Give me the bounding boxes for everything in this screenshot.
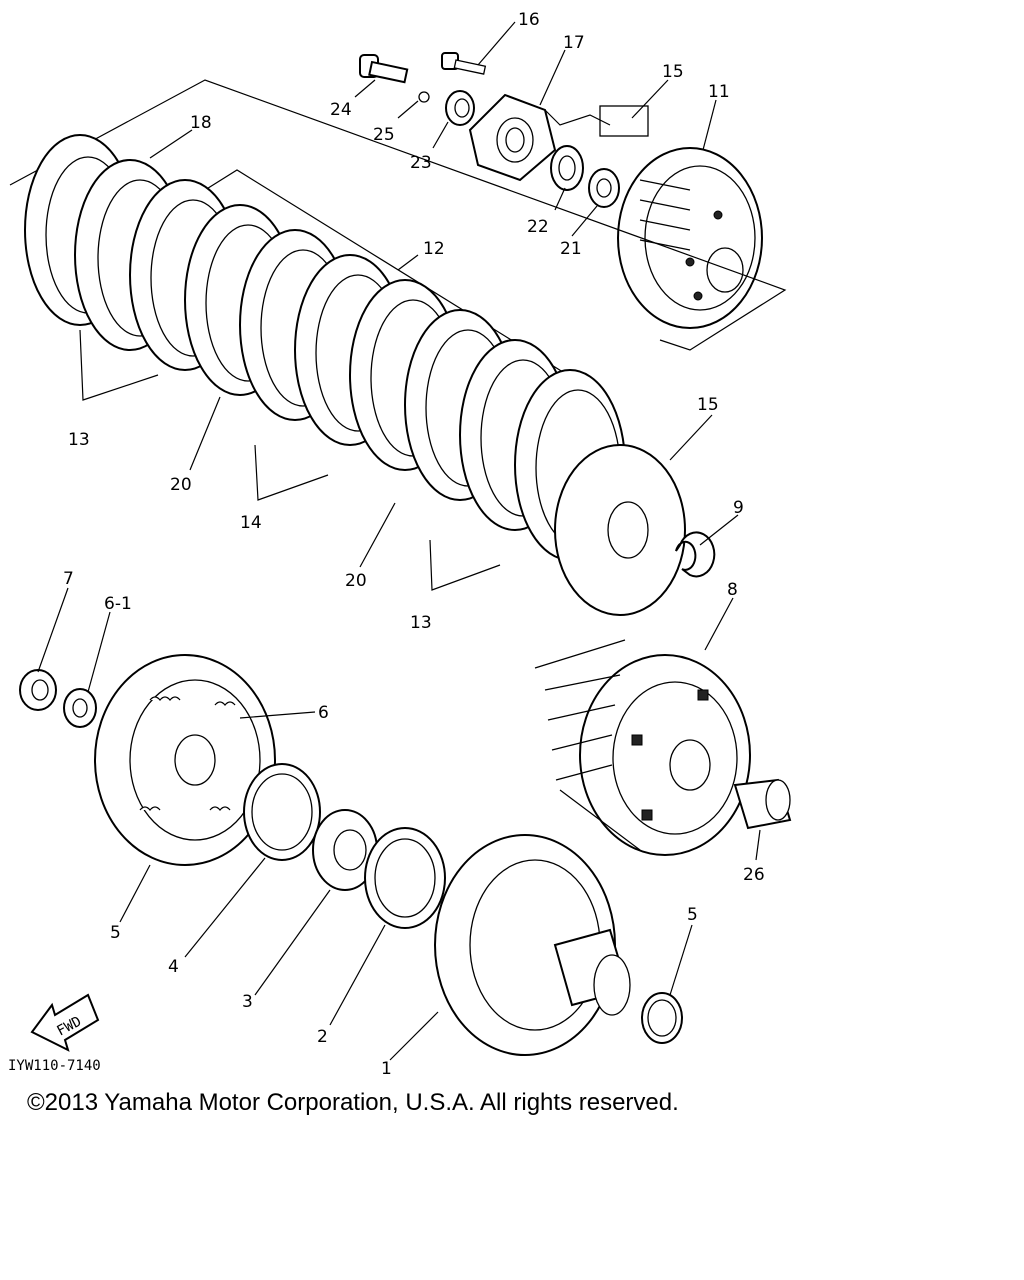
push-plate-18 xyxy=(468,93,557,182)
fwd-arrow-icon: FWD xyxy=(30,993,100,1052)
circlip-10 xyxy=(675,531,716,578)
callout-20-lower: 20 xyxy=(345,571,367,591)
callout-19: 18 xyxy=(190,113,212,133)
callout-9: 8 xyxy=(727,580,738,600)
callout-25: 25 xyxy=(373,125,395,145)
callout-3: 3 xyxy=(242,992,253,1012)
leader-lines xyxy=(37,21,761,1061)
one-way-clutch-2 xyxy=(364,827,446,929)
callouts: 16 17 15 11 18 24 25 23 22 21 12 13 20 1… xyxy=(63,10,765,1079)
callout-14: 14 xyxy=(240,513,262,533)
clutch-boss-11 xyxy=(617,147,763,329)
screw-17 xyxy=(441,52,487,75)
bearing-23 xyxy=(445,90,475,126)
callout-23: 23 xyxy=(410,153,432,173)
callout-4: 4 xyxy=(168,957,179,977)
clutch-housing-9 xyxy=(544,654,751,856)
copyright-notice: ©2013 Yamaha Motor Corporation, U.S.A. A… xyxy=(27,1089,679,1116)
bolt-24 xyxy=(359,54,409,84)
callout-5: 5 xyxy=(687,905,698,925)
callout-15: 15 xyxy=(697,395,719,415)
spring-16 xyxy=(599,105,649,137)
plate-stack xyxy=(24,134,626,561)
nut-8 xyxy=(19,669,57,711)
washer-22 xyxy=(550,145,584,191)
callout-22: 22 xyxy=(527,217,549,237)
callout-6: 5 xyxy=(110,923,121,943)
callout-2: 2 xyxy=(317,1027,328,1047)
callout-24: 24 xyxy=(330,100,352,120)
washer-5 xyxy=(641,992,683,1044)
exploded-parts-diagram: 16 17 15 11 18 24 25 23 22 21 12 13 20 1… xyxy=(8,10,792,1079)
callout-13-upper: 13 xyxy=(68,430,90,450)
callout-11: 11 xyxy=(708,82,730,102)
callout-8: 7 xyxy=(63,569,74,589)
o-ring-25 xyxy=(418,91,430,103)
callout-1: 1 xyxy=(381,1059,392,1079)
callout-12: 12 xyxy=(423,239,445,259)
callout-6-1: 6 xyxy=(318,703,329,723)
pressure-plate-15 xyxy=(554,444,686,616)
callout-7: 6-1 xyxy=(104,594,132,614)
callout-18: 17 xyxy=(563,33,585,53)
washer-4 xyxy=(243,763,321,861)
diagram-code: IYW110-7140 xyxy=(8,1058,101,1074)
callout-13-lower: 13 xyxy=(410,613,432,633)
callout-16: 15 xyxy=(662,62,684,82)
callout-17: 16 xyxy=(518,10,540,30)
callout-21: 21 xyxy=(560,239,582,259)
callout-10: 9 xyxy=(733,498,744,518)
lock-washer-21 xyxy=(588,168,620,208)
bushing-26 xyxy=(733,778,792,830)
clutch-housing-1 xyxy=(434,834,631,1056)
callout-26: 26 xyxy=(743,865,765,885)
centrifugal-clutch-6 xyxy=(94,654,276,866)
lock-washer-7 xyxy=(63,688,97,728)
callout-20-upper: 20 xyxy=(170,475,192,495)
